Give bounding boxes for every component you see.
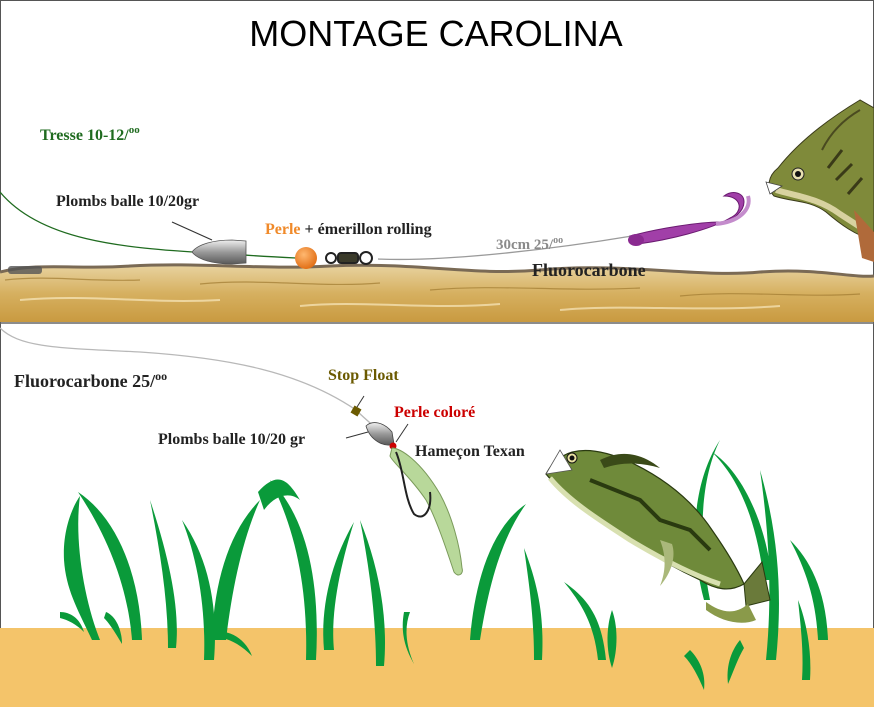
label-fluorocarbone-top: Fluorocarbone	[532, 260, 646, 280]
rolling-swivel	[325, 251, 373, 265]
purple-worm	[628, 192, 751, 246]
fluoro-line-bottom	[0, 327, 389, 439]
braid-line	[0, 191, 211, 254]
red-bead	[389, 442, 397, 450]
label-bead-swivel: Perle + émerillon rolling	[265, 221, 432, 238]
label-colored-bead: Perle coloré	[394, 404, 475, 421]
sand-bottom	[0, 628, 874, 707]
label-fluorocarbone-bottom: Fluorocarbone 25/oo	[14, 369, 167, 391]
label-stop-float: Stop Float	[328, 367, 399, 384]
label-braid: Tresse 10-12/oo	[40, 124, 140, 144]
bass-fish-illustration	[545, 449, 771, 623]
bullet-sinker-bottom	[365, 422, 395, 446]
sinker-bottom-pointer	[345, 431, 369, 439]
orange-bead	[295, 247, 317, 269]
seabed-top	[0, 263, 874, 322]
label-sinker-bottom: Plombs balle 10/20 gr	[158, 431, 305, 448]
label-sinker-top: Plombs balle 10/20gr	[56, 193, 199, 210]
green-worm-hook	[389, 447, 463, 576]
stop-pointer	[356, 395, 365, 408]
label-leader: 30cm 25/oo	[496, 235, 563, 253]
perch-fish-illustration	[765, 99, 874, 262]
leader-line	[377, 235, 633, 261]
red-bead-pointer	[395, 423, 409, 443]
title: MONTAGE CAROLINA	[249, 13, 622, 54]
sinker-pointer	[171, 221, 213, 241]
stop-float	[350, 405, 362, 417]
label-hook: Hameçon Texan	[415, 443, 525, 460]
bullet-sinker-top	[191, 239, 247, 265]
